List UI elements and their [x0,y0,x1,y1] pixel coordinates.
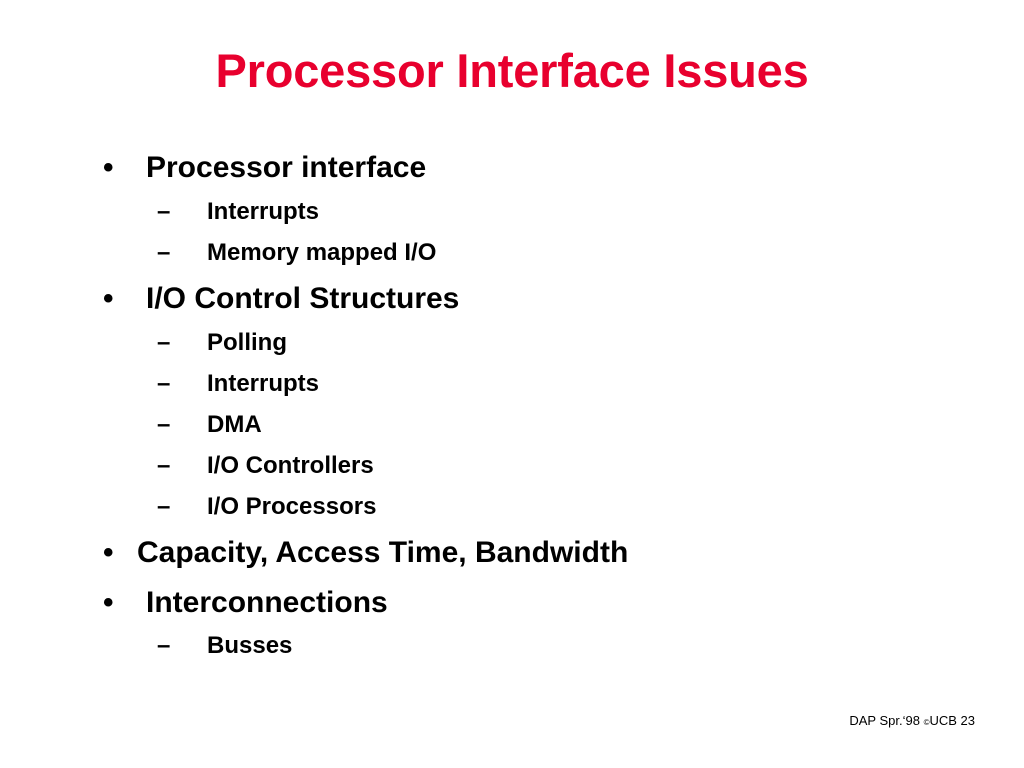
sub-item-text: Busses [207,632,293,659]
dash-marker: – [157,493,171,520]
sub-item-text: Interrupts [207,198,320,225]
bullet-marker: • [103,586,114,619]
dash-marker: – [157,198,171,225]
footer-right: UCB 23 [929,713,975,728]
bullet-text: Processor interface [146,151,427,184]
sub-item-text: I/O Processors [207,493,377,520]
sub-item-text: Polling [207,329,287,356]
bullet-text: I/O Control Structures [146,282,460,315]
sub-item-text: DMA [207,411,262,438]
bullet-marker: • [103,536,114,569]
sub-item-text: I/O Controllers [207,452,374,479]
bullet-marker: • [103,282,114,315]
slide-footer: DAP Spr.‘98 ©UCB 23 [849,713,975,731]
footer-left: DAP Spr.‘98 [849,713,924,728]
dash-marker: – [157,632,171,659]
dash-marker: – [157,239,171,266]
bullet-text: Interconnections [146,586,388,619]
dash-marker: – [157,329,171,356]
dash-marker: – [157,411,171,438]
bullet-text: Capacity, Access Time, Bandwidth [137,536,629,569]
bullet-marker: • [103,151,114,184]
sub-item-text: Memory mapped I/O [207,239,437,266]
sub-item-text: Interrupts [207,370,320,397]
dash-marker: – [157,370,171,397]
slide-title: Processor Interface Issues [215,44,809,97]
copyright-mark: © [923,718,930,727]
dash-marker: – [157,452,171,479]
